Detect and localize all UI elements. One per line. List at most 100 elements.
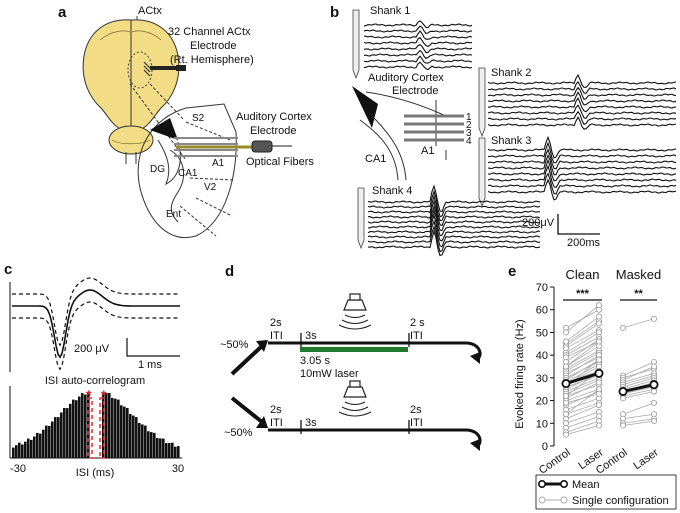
mean-point-laser	[649, 380, 659, 390]
mouse-brain-illustration	[82, 19, 186, 164]
lfp-trace-shank-1-ch-7	[363, 55, 473, 64]
isi-bar	[138, 423, 141, 458]
isi-bar	[12, 447, 15, 458]
pair-line	[565, 352, 600, 372]
lfp-trace-shank-2-ch-8	[487, 116, 677, 130]
top-iti-duration: 2s	[270, 317, 282, 329]
scale-bar-c	[126, 338, 180, 357]
top-iti-duration-end: 2 s	[410, 317, 425, 329]
isi-bar	[18, 442, 21, 458]
lfp-trace-shank-3-ch-1	[487, 135, 677, 159]
auditory-label-2: Electrode	[250, 125, 296, 137]
isi-bar	[144, 425, 147, 458]
isi-bar	[45, 425, 48, 458]
isi-bar	[159, 438, 162, 458]
panel-a-label: a	[58, 4, 67, 21]
electrode-label-2: Electrode	[190, 40, 236, 52]
isi-bar	[66, 408, 69, 458]
shank-number-1: 1	[466, 112, 472, 123]
isi-bar	[84, 394, 87, 458]
coronal-section-illustration	[137, 103, 292, 238]
isi-bar	[108, 393, 111, 458]
y-tick-label: 20	[536, 396, 548, 408]
pair-line	[565, 350, 600, 370]
bottom-percentage: ~50%	[224, 427, 253, 439]
lfp-trace-shank-3-ch-3	[487, 148, 677, 170]
control-point	[563, 329, 570, 336]
shank-number-2: 2	[466, 120, 472, 131]
control-point	[563, 431, 570, 438]
lfp-trace-shank-2-ch-4	[487, 91, 677, 106]
pair-line	[565, 397, 600, 411]
bottom-iti-label: ITI	[270, 417, 283, 429]
electrode-label-1: 32 Channel ACtx	[168, 26, 251, 38]
y-tick-label: 10	[536, 418, 548, 430]
pair-line	[565, 388, 600, 415]
lfp-trace-shank-4-ch-10	[368, 229, 541, 257]
region-s2: S2	[192, 113, 205, 124]
laser-point	[651, 418, 658, 425]
isi-bar	[171, 442, 174, 458]
lfp-trace-shank-3-ch-5	[487, 158, 677, 182]
bottom-sound-duration: 3s	[305, 417, 317, 429]
isi-bar	[105, 393, 108, 458]
isi-bar	[24, 441, 27, 458]
pair-line	[622, 386, 655, 395]
lfp-trace-shank-4-ch-1	[367, 184, 541, 213]
mean-line	[622, 383, 655, 393]
pair-line	[565, 323, 600, 347]
isi-bar	[123, 406, 126, 458]
isi-bar	[135, 417, 138, 458]
bottom-iti-duration-end: 2s	[410, 404, 422, 416]
pair-line	[565, 332, 600, 354]
group-title-masked: Masked	[616, 267, 662, 282]
scale-voltage-b: 200μV	[522, 217, 555, 229]
control-point	[620, 324, 627, 331]
chart-legend: Mean Single configuration	[535, 474, 677, 510]
control-point	[620, 395, 627, 402]
isi-xlabel: ISI (ms)	[76, 467, 115, 479]
mean-point-control	[618, 386, 628, 396]
lfp-trace-shank-1-ch-6	[363, 49, 473, 60]
isi-star-right: *	[101, 387, 107, 403]
laser-point	[596, 356, 603, 363]
inset-auditory-label-2: Electrode	[392, 85, 438, 97]
top-sound-duration: 3s	[305, 330, 317, 342]
pair-line	[622, 413, 655, 420]
laser-point	[596, 313, 603, 320]
isi-bar	[168, 443, 171, 458]
laser-duration: 3.05 s	[300, 355, 330, 367]
y-tick-label: 40	[536, 350, 548, 362]
shank-4-label: Shank 4	[372, 185, 412, 197]
isi-bar	[69, 403, 72, 458]
isi-bar	[54, 417, 57, 458]
scale-bar-b	[557, 214, 600, 235]
y-tick-label: 30	[536, 373, 548, 385]
isi-bar	[21, 444, 24, 458]
shank-number-4: 4	[466, 136, 472, 147]
mean-point-laser	[594, 368, 604, 378]
isi-bar	[114, 398, 117, 458]
actx-label: ACtx	[138, 5, 162, 17]
lfp-trace-shank-1-ch-4	[363, 36, 473, 48]
isi-bar	[63, 408, 66, 458]
inset-region-a1: A1	[421, 145, 434, 157]
lfp-trace-shank-4-ch-2	[367, 189, 541, 218]
laser-point	[596, 302, 603, 309]
significance-stars: **	[634, 288, 643, 300]
isi-bar	[78, 396, 81, 458]
pair-line	[565, 359, 600, 381]
isi-bar	[147, 431, 150, 458]
pair-line	[565, 320, 600, 345]
laser-power: 10mW laser	[300, 368, 359, 380]
shank-position-inset	[352, 86, 464, 181]
mean-line	[565, 371, 600, 385]
region-v2: V2	[204, 182, 217, 193]
scale-time-c: 1 ms	[138, 359, 162, 371]
pair-line	[622, 379, 655, 390]
pair-line	[565, 425, 600, 436]
shank-1-label: Shank 1	[370, 5, 410, 17]
pair-line	[622, 366, 655, 381]
isi-bar	[126, 408, 129, 458]
